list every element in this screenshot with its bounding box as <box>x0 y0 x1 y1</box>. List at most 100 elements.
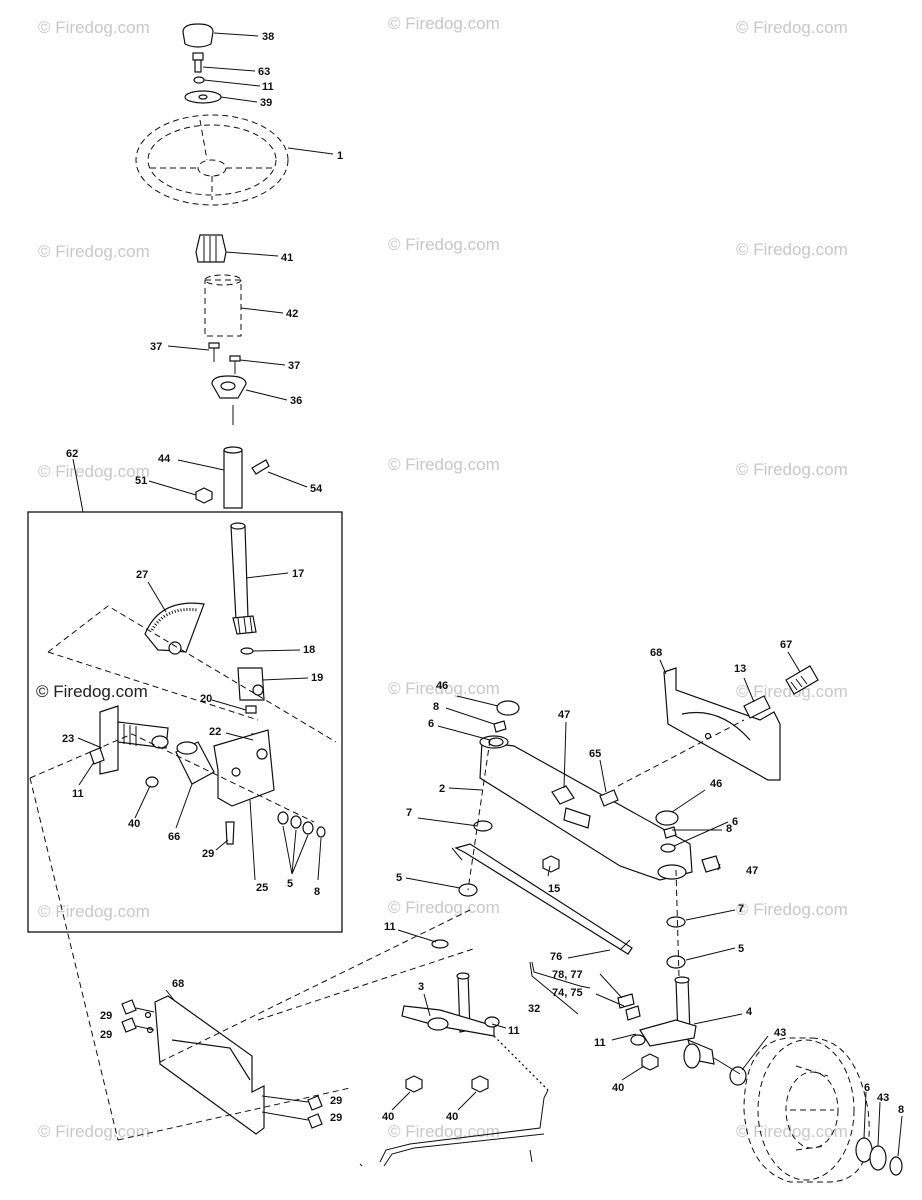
front-wheel <box>713 1035 903 1183</box>
clip-pin <box>245 705 257 714</box>
callout-label: 47 <box>746 865 758 877</box>
diagram-stroke <box>674 976 690 984</box>
axle-bore <box>657 864 687 880</box>
watermark: © Firedog.com <box>736 460 848 479</box>
screw-head <box>229 355 241 362</box>
washer <box>488 737 504 747</box>
callout-label: 68 <box>650 647 662 659</box>
callout-label: 5 <box>396 872 402 884</box>
callout-label: 13 <box>734 663 746 675</box>
washer <box>660 843 676 853</box>
washer <box>729 1066 747 1086</box>
callout-label: 67 <box>780 639 792 651</box>
diagram-stroke <box>599 759 607 793</box>
callout-label: 40 <box>446 1111 458 1123</box>
diagram-stroke <box>743 677 755 703</box>
callout-label: 11 <box>384 921 396 933</box>
ball-joint-nut <box>625 1005 641 1021</box>
diagram-stroke <box>456 695 499 707</box>
spindles <box>359 939 715 1167</box>
diagram-stroke <box>317 837 322 881</box>
callout-label: 43 <box>774 1027 786 1039</box>
diagram-stroke <box>359 1163 363 1167</box>
diagram-stroke <box>256 748 268 760</box>
callout-label: 8 <box>314 886 320 898</box>
lock-washer <box>193 76 205 84</box>
watermark: © Firedog.com <box>736 18 848 37</box>
watermark: © Firedog.com <box>38 1122 150 1141</box>
diagram-stroke <box>167 345 210 351</box>
e-clip <box>493 720 507 733</box>
watermarks: © Firedog.com © Firedog.com © Firedog.co… <box>36 14 848 1141</box>
diagram-stroke <box>685 909 736 921</box>
callout-label: 44 <box>158 453 171 465</box>
diagram-stroke <box>230 522 246 530</box>
diagram-stroke <box>599 973 623 999</box>
watermark: © Firedog.com <box>38 902 150 921</box>
gear-bracket <box>213 729 275 807</box>
diagram-stroke <box>491 1023 507 1029</box>
callout-label: 63 <box>258 66 270 78</box>
kit-leader <box>72 458 84 513</box>
callout-label: 2 <box>439 783 445 795</box>
diagram-stroke <box>237 615 253 635</box>
diagram-stroke <box>150 607 199 631</box>
callout-label: 46 <box>710 778 722 790</box>
callout-label: 37 <box>150 341 162 353</box>
callout-label: 18 <box>303 644 315 656</box>
right-axle-bracket <box>659 651 819 781</box>
screw <box>121 1017 137 1033</box>
watermark: © Firedog.com <box>388 1122 500 1141</box>
diagram-stroke <box>427 1017 449 1031</box>
diagram-stroke <box>176 741 198 755</box>
bushing <box>599 789 619 807</box>
diagram-stroke <box>291 829 297 875</box>
steering-gear-kit <box>27 458 343 933</box>
hex-nut <box>145 776 159 788</box>
callout-label: 6 <box>732 816 738 828</box>
watermark: © Firedog.com <box>388 235 500 254</box>
callout-label: 20 <box>200 693 212 705</box>
diagram-stroke <box>220 96 258 103</box>
diagram-stroke <box>282 825 293 875</box>
diagram-stroke <box>225 732 254 741</box>
leader-lines-lower <box>391 695 903 1157</box>
diagram-stroke <box>897 1115 903 1157</box>
callout-label: 29 <box>100 1010 112 1022</box>
callout-label: 6 <box>428 718 434 730</box>
diagram-stroke <box>630 1034 646 1046</box>
axle-slot <box>563 807 591 829</box>
grease-fitting <box>701 855 721 873</box>
washer <box>666 916 686 928</box>
hex-nut <box>542 855 560 873</box>
adapter-splines <box>203 236 217 262</box>
assembly-line <box>29 733 315 823</box>
callout-label: 5 <box>738 943 744 955</box>
washer <box>473 820 493 832</box>
callout-label: 7 <box>738 903 744 915</box>
assembly-guides <box>29 777 477 1141</box>
sector-gear-hub <box>168 641 182 655</box>
diagram-stroke <box>202 66 256 72</box>
diagram-stroke <box>611 1033 637 1041</box>
steering-wheel-spokes <box>150 119 276 200</box>
diagram-stroke <box>787 651 801 673</box>
diagram-stroke <box>659 659 667 675</box>
diagram-stroke <box>685 947 736 961</box>
bolt <box>251 459 270 475</box>
diagram-stroke <box>203 79 261 87</box>
diagram-stroke <box>437 725 491 741</box>
callout-label: 76 <box>550 951 562 963</box>
callout-label: 23 <box>62 733 74 745</box>
callout-label: 7 <box>406 807 412 819</box>
callout-label: 3 <box>418 981 424 993</box>
watermark: © Firedog.com <box>388 898 500 917</box>
diagram-stroke <box>267 471 308 488</box>
screw <box>307 1095 323 1111</box>
diagram-stroke <box>681 711 751 741</box>
diagram-stroke <box>717 863 721 871</box>
callout-label: 78, 77 <box>552 969 583 981</box>
callout-label: 65 <box>589 748 601 760</box>
callout-label: 29 <box>330 1095 342 1107</box>
